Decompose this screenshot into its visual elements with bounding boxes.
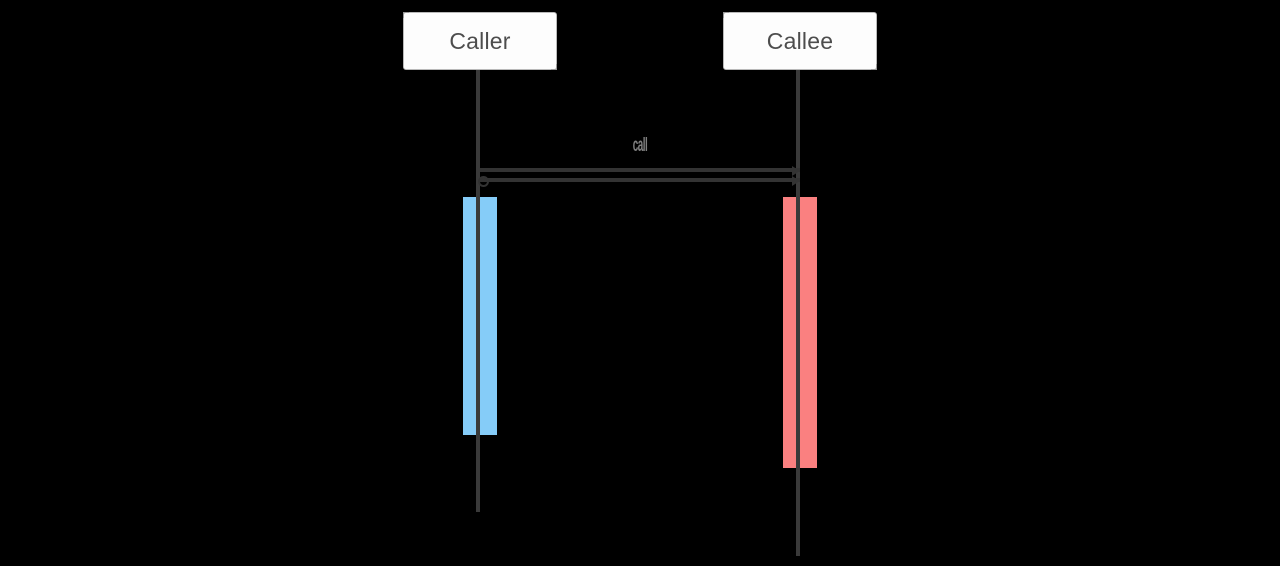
activation-bar-callee bbox=[783, 197, 817, 468]
message-arrowhead-call-secondary bbox=[792, 176, 800, 186]
message-line-call-secondary bbox=[480, 178, 800, 182]
lifeline-callee-through-activation bbox=[796, 197, 800, 468]
participant-label-caller: Caller bbox=[449, 27, 511, 54]
message-origin-marker-call bbox=[478, 176, 489, 187]
message-arrowhead-call-primary bbox=[792, 166, 800, 176]
participant-box-callee[interactable]: Callee bbox=[723, 12, 877, 70]
message-line-call-primary bbox=[480, 168, 800, 172]
lifeline-caller-through-activation bbox=[476, 197, 480, 435]
message-label-call: call bbox=[632, 135, 648, 156]
activation-bar-caller bbox=[463, 197, 497, 435]
participant-label-callee: Callee bbox=[766, 27, 834, 54]
participant-box-caller[interactable]: Caller bbox=[403, 12, 557, 70]
